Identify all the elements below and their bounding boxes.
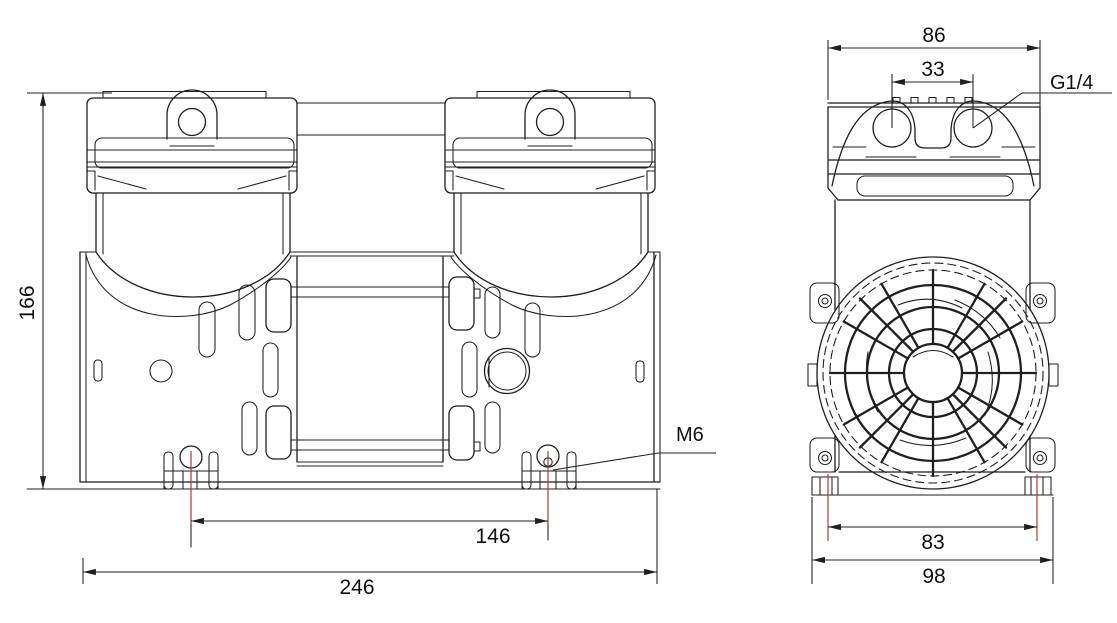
grille-clip-left (807, 363, 818, 387)
mounting-plate (79, 251, 661, 483)
dim-overall-width-label: 246 (339, 576, 374, 599)
side-view: 86 33 G1/4 83 98 (807, 24, 1112, 588)
fan-blades (865, 298, 1001, 447)
head-screw-tabs (892, 96, 973, 104)
head-connecting-bar (296, 102, 446, 136)
tie-rod-top (290, 286, 450, 298)
right-cylinder-head (444, 89, 656, 194)
dim-side-base-width-label: 98 (922, 565, 945, 588)
dim-height-label: 166 (16, 285, 39, 320)
fan-grille (807, 256, 1059, 490)
dim-port-spacing-label: 33 (921, 58, 944, 81)
dim-side-foot-spacing: 83 (828, 523, 1037, 554)
thread-callout-g14: G1/4 (972, 72, 1112, 129)
left-cylinder-head (86, 89, 298, 194)
dim-height: 166 (16, 92, 112, 489)
dim-overall-width: 246 (82, 489, 658, 599)
thread-callout-g14-label: G1/4 (1050, 72, 1093, 94)
edge-slot-left (93, 359, 103, 382)
dim-head-width-label: 86 (922, 24, 945, 47)
head-dome (831, 100, 1035, 187)
head-cap-strip (476, 90, 631, 99)
head-cap-strip (102, 90, 267, 99)
dim-side-foot-spacing-label: 83 (921, 531, 944, 554)
grille-ribs (828, 268, 1038, 478)
dim-foot-spacing: 146 (191, 517, 548, 548)
lifting-ear (524, 89, 576, 140)
bearing-boss (483, 347, 531, 395)
ear-hole (177, 107, 207, 137)
vent-slots (149, 284, 541, 456)
right-cylinder (450, 192, 657, 318)
left-cylinder (85, 192, 292, 318)
dim-port-spacing: 33 (891, 58, 974, 128)
dim-head-width: 86 (827, 24, 1041, 110)
tie-rod-bottom (290, 439, 450, 451)
edge-slot-right (635, 360, 645, 383)
thread-callout-m6: M6 (552, 424, 716, 471)
clamp-band (856, 175, 1014, 197)
side-head (827, 96, 1041, 201)
motor-body (834, 199, 1031, 473)
crankcase-frame (265, 255, 481, 463)
ear-hole (535, 107, 565, 137)
dim-foot-spacing-label: 146 (475, 525, 510, 548)
front-view: 166 146 246 M6 (16, 89, 716, 599)
dim-side-base-width: 98 (811, 497, 1054, 588)
lifting-ear (166, 89, 218, 140)
plate-hole (149, 359, 173, 383)
thread-callout-m6-label: M6 (676, 424, 704, 446)
grille-clip-right (1048, 363, 1059, 387)
side-feet (811, 476, 1054, 496)
foot-centerlines (190, 451, 549, 524)
